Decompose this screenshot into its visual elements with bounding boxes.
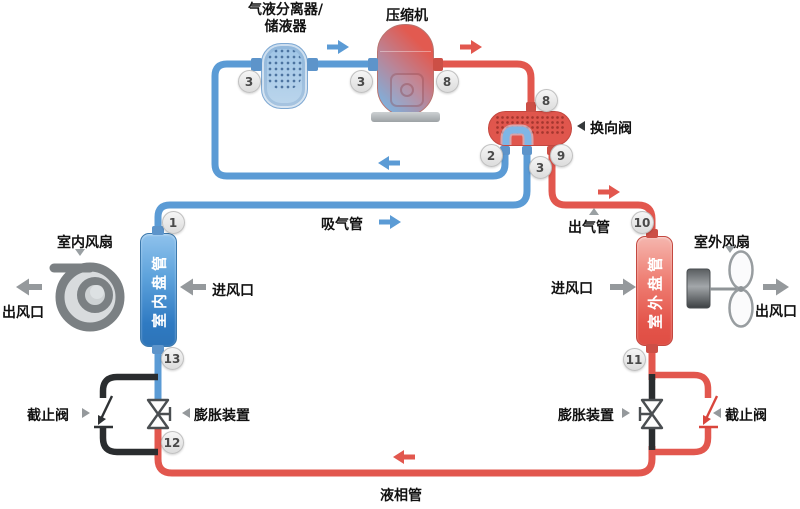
discharge-pipe-pointer-icon [589, 208, 599, 215]
flow-arrow-left-return [378, 156, 400, 170]
flow-arrow-right-suction [379, 215, 401, 229]
state-point-3: 3 [237, 69, 261, 93]
pipe-compressor-discharge [430, 60, 535, 118]
indoor-fan-label: 室内风扇 [57, 235, 113, 251]
suction-pipe-label: 吸气管 [321, 217, 363, 233]
outdoor-coil: 室外盘管 [636, 236, 673, 346]
state-point-13: 13 [160, 346, 184, 370]
expansion-valve-right-icon [638, 398, 664, 430]
expansion-right-pointer-icon [622, 408, 630, 418]
expansion-device-right-label: 膨胀装置 [558, 408, 614, 424]
accumulator-vessel [261, 43, 308, 109]
air-arrow-inlet-outdoor [610, 278, 636, 296]
state-point-12: 12 [160, 430, 184, 454]
reversing-valve-pointer-icon [577, 121, 585, 131]
state-point-2: 2 [479, 143, 503, 167]
pipe-bypass-right-top [652, 371, 712, 398]
accumulator-label-line1: 气液分离器/ [247, 2, 324, 18]
pipe-bypass-left-bottom [99, 428, 158, 456]
compressor-port-left [368, 58, 378, 71]
outdoor-fan-icon [686, 250, 754, 328]
indoor-coil: 室内盘管 [140, 233, 177, 347]
flow-arrow-left-liquid [393, 450, 415, 464]
stop-valve-left-label: 截止阀 [27, 408, 69, 424]
reversing-valve-slide [500, 124, 534, 145]
state-point-1: 1 [161, 210, 185, 234]
accumulator-label-line2: 储液器 [264, 19, 307, 35]
outdoor-coil-port-top [646, 229, 658, 238]
air-outlet-indoor-label: 出风口 [2, 305, 44, 321]
air-inlet-outdoor-label: 进风口 [551, 281, 593, 297]
compressor-emblem [390, 73, 424, 107]
expansion-left-pointer-icon [182, 408, 190, 418]
compressor-vessel [377, 24, 434, 116]
pipe-liquid-line [154, 428, 656, 477]
stop-valve-right-label: 截止阀 [725, 408, 767, 424]
outdoor-fan-label: 室外风扇 [694, 235, 750, 251]
outdoor-fan-pointer-icon [725, 246, 735, 253]
state-point-9: 9 [549, 143, 573, 167]
discharge-pipe-label: 出气管 [568, 220, 610, 236]
compressor-port-right [433, 58, 443, 71]
air-arrow-inlet-indoor [180, 278, 206, 296]
valve-port-3 [522, 146, 532, 155]
state-point-11: 11 [622, 347, 646, 371]
accumulator-label: 气液分离器/ 储液器 [213, 2, 358, 36]
accumulator-port-right [307, 58, 318, 71]
valve-port-2 [500, 146, 510, 155]
outdoor-coil-port-bottom [646, 344, 658, 353]
air-arrow-outlet-indoor [16, 278, 42, 296]
reversing-valve-body [488, 111, 572, 146]
indoor-coil-port-bottom [152, 345, 164, 354]
accumulator-speckles [267, 48, 302, 90]
check-valve-right-icon [699, 395, 719, 429]
indoor-fan-icon [49, 262, 125, 332]
stop-valve-right-pointer-icon [713, 408, 721, 418]
state-point-3: 3 [528, 155, 552, 179]
flow-arrow-right-accumulator [327, 40, 349, 54]
expansion-device-left-label: 膨胀装置 [194, 408, 250, 424]
state-point-10: 10 [630, 210, 654, 234]
stop-valve-left-pointer-icon [82, 408, 90, 418]
compressor-seam [380, 51, 431, 52]
air-outlet-outdoor-label: 出风口 [755, 304, 797, 320]
state-point-8: 8 [534, 88, 558, 112]
air-arrow-outlet-outdoor [763, 278, 789, 296]
indoor-coil-port-top [152, 226, 164, 235]
pipe-valve-to-outdoor-coil [548, 140, 656, 242]
pipe-return-to-accumulator [211, 60, 509, 180]
valve-port-8 [526, 102, 536, 112]
reversing-valve-label: 换向阀 [590, 121, 632, 137]
pipe-suction [154, 140, 531, 242]
expansion-valve-left-icon [146, 398, 172, 430]
indoor-coil-label: 室内盘管 [150, 251, 168, 329]
check-valve-left-icon [94, 395, 114, 429]
accumulator-port-left [251, 58, 262, 71]
flow-arrow-right-discharge [598, 185, 620, 199]
indoor-fan-pointer-icon [75, 249, 85, 256]
liquid-pipe-label: 液相管 [380, 488, 422, 504]
compressor-base [371, 112, 440, 122]
outdoor-coil-label: 室外盘管 [646, 252, 664, 330]
pipe-bypass-left-top [99, 373, 158, 398]
pipe-bypass-right-bottom [652, 428, 712, 456]
compressor-label: 压缩机 [386, 8, 428, 24]
state-point-8: 8 [435, 69, 459, 93]
state-point-3: 3 [349, 69, 373, 93]
flow-arrow-right-compressor-out [460, 40, 482, 54]
air-inlet-indoor-label: 进风口 [212, 283, 254, 299]
